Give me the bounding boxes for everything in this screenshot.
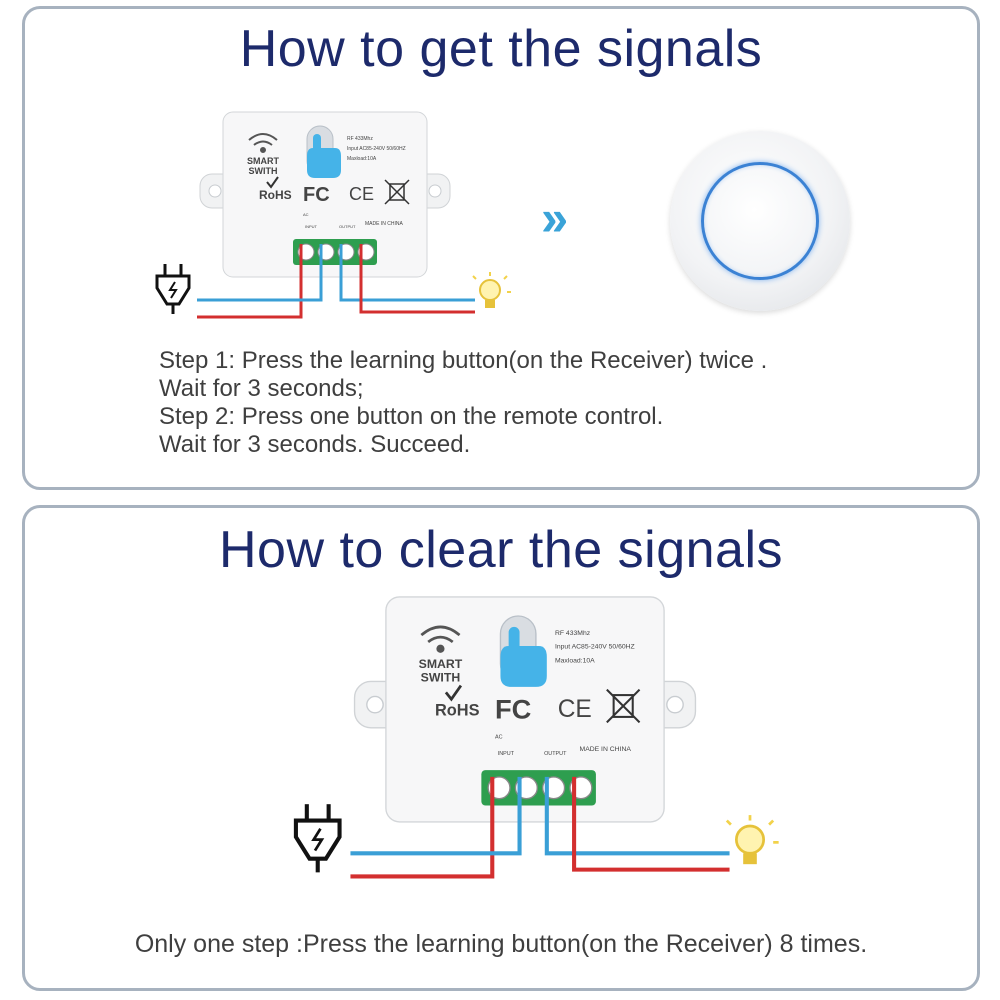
- hand-pointer-icon: [307, 134, 341, 178]
- svg-text:FC: FC: [303, 184, 330, 206]
- light-bulb-icon: [472, 272, 511, 308]
- weee-bin-icon: [606, 688, 641, 724]
- hand-pointer-icon: [500, 626, 547, 687]
- terminal-block: [293, 239, 377, 265]
- svg-text:MADE IN CHINA: MADE IN CHINA: [580, 746, 632, 753]
- receiver-body: [222, 111, 428, 278]
- weee-bin-icon: [384, 179, 410, 205]
- receiver-body: [385, 596, 665, 823]
- double-chevron-right-icon: ››: [541, 190, 568, 246]
- svg-text:MADE IN CHINA: MADE IN CHINA: [365, 221, 403, 227]
- get-signals-panel: How to get the signals SMART SWITH RF 43…: [22, 6, 980, 490]
- svg-text:OUTPUT: OUTPUT: [339, 224, 356, 229]
- svg-text:AC: AC: [495, 735, 503, 741]
- remote-control: [670, 131, 850, 311]
- svg-text:SMART: SMART: [247, 156, 279, 166]
- svg-text:Input AC85-240V 50/60HZ: Input AC85-240V 50/60HZ: [347, 146, 406, 152]
- svg-text:RoHS: RoHS: [259, 188, 292, 202]
- get-signals-steps: Step 1: Press the learning button(on the…: [159, 347, 767, 459]
- step-line: Step 1: Press the learning button(on the…: [159, 347, 768, 374]
- wifi-icon: [248, 133, 278, 153]
- svg-text:SWITH: SWITH: [249, 166, 278, 176]
- receiver-wiring-diagram-top: SMART SWITH RF 433Mhz Input AC85-240V 50…: [155, 111, 511, 319]
- plug-icon: [293, 804, 342, 873]
- receiver-wiring-diagram-bottom: SMART SWITH RF 433Mhz Input AC85-240V 50…: [293, 596, 779, 879]
- terminal-block: [481, 770, 596, 806]
- svg-text:SWITH: SWITH: [421, 670, 461, 684]
- svg-text:OUTPUT: OUTPUT: [544, 751, 567, 757]
- svg-text:SMART: SMART: [419, 657, 463, 671]
- plug-icon: [155, 264, 191, 314]
- clear-signals-title: How to clear the signals: [218, 521, 784, 579]
- svg-text:Maxload:10A: Maxload:10A: [555, 657, 595, 664]
- light-bulb-icon: [725, 815, 779, 865]
- wifi-icon: [420, 625, 461, 653]
- svg-text:Maxload:10A: Maxload:10A: [347, 156, 377, 162]
- svg-text:Input AC85-240V 50/60HZ: Input AC85-240V 50/60HZ: [555, 644, 635, 651]
- svg-text:INPUT: INPUT: [305, 224, 318, 229]
- svg-text:RoHS: RoHS: [435, 702, 480, 720]
- clear-signals-step: Only one step :Press the learning button…: [134, 930, 868, 958]
- get-signals-title: How to get the signals: [239, 20, 763, 78]
- clear-signals-panel: How to clear the signals SMART SWITH RF …: [22, 505, 980, 991]
- svg-text:INPUT: INPUT: [498, 751, 515, 757]
- remote-button: [701, 162, 819, 280]
- svg-text:CE: CE: [558, 696, 592, 723]
- svg-text:AC: AC: [303, 212, 309, 217]
- step-line: Wait for 3 seconds;: [159, 375, 364, 402]
- svg-text:RF 433Mhz: RF 433Mhz: [555, 630, 591, 637]
- svg-text:CE: CE: [349, 184, 374, 204]
- svg-text:RF 433Mhz: RF 433Mhz: [347, 136, 373, 142]
- svg-text:FC: FC: [495, 693, 531, 724]
- step-line: Wait for 3 seconds. Succeed.: [159, 431, 471, 458]
- step-line: Step 2: Press one button on the remote c…: [159, 403, 664, 430]
